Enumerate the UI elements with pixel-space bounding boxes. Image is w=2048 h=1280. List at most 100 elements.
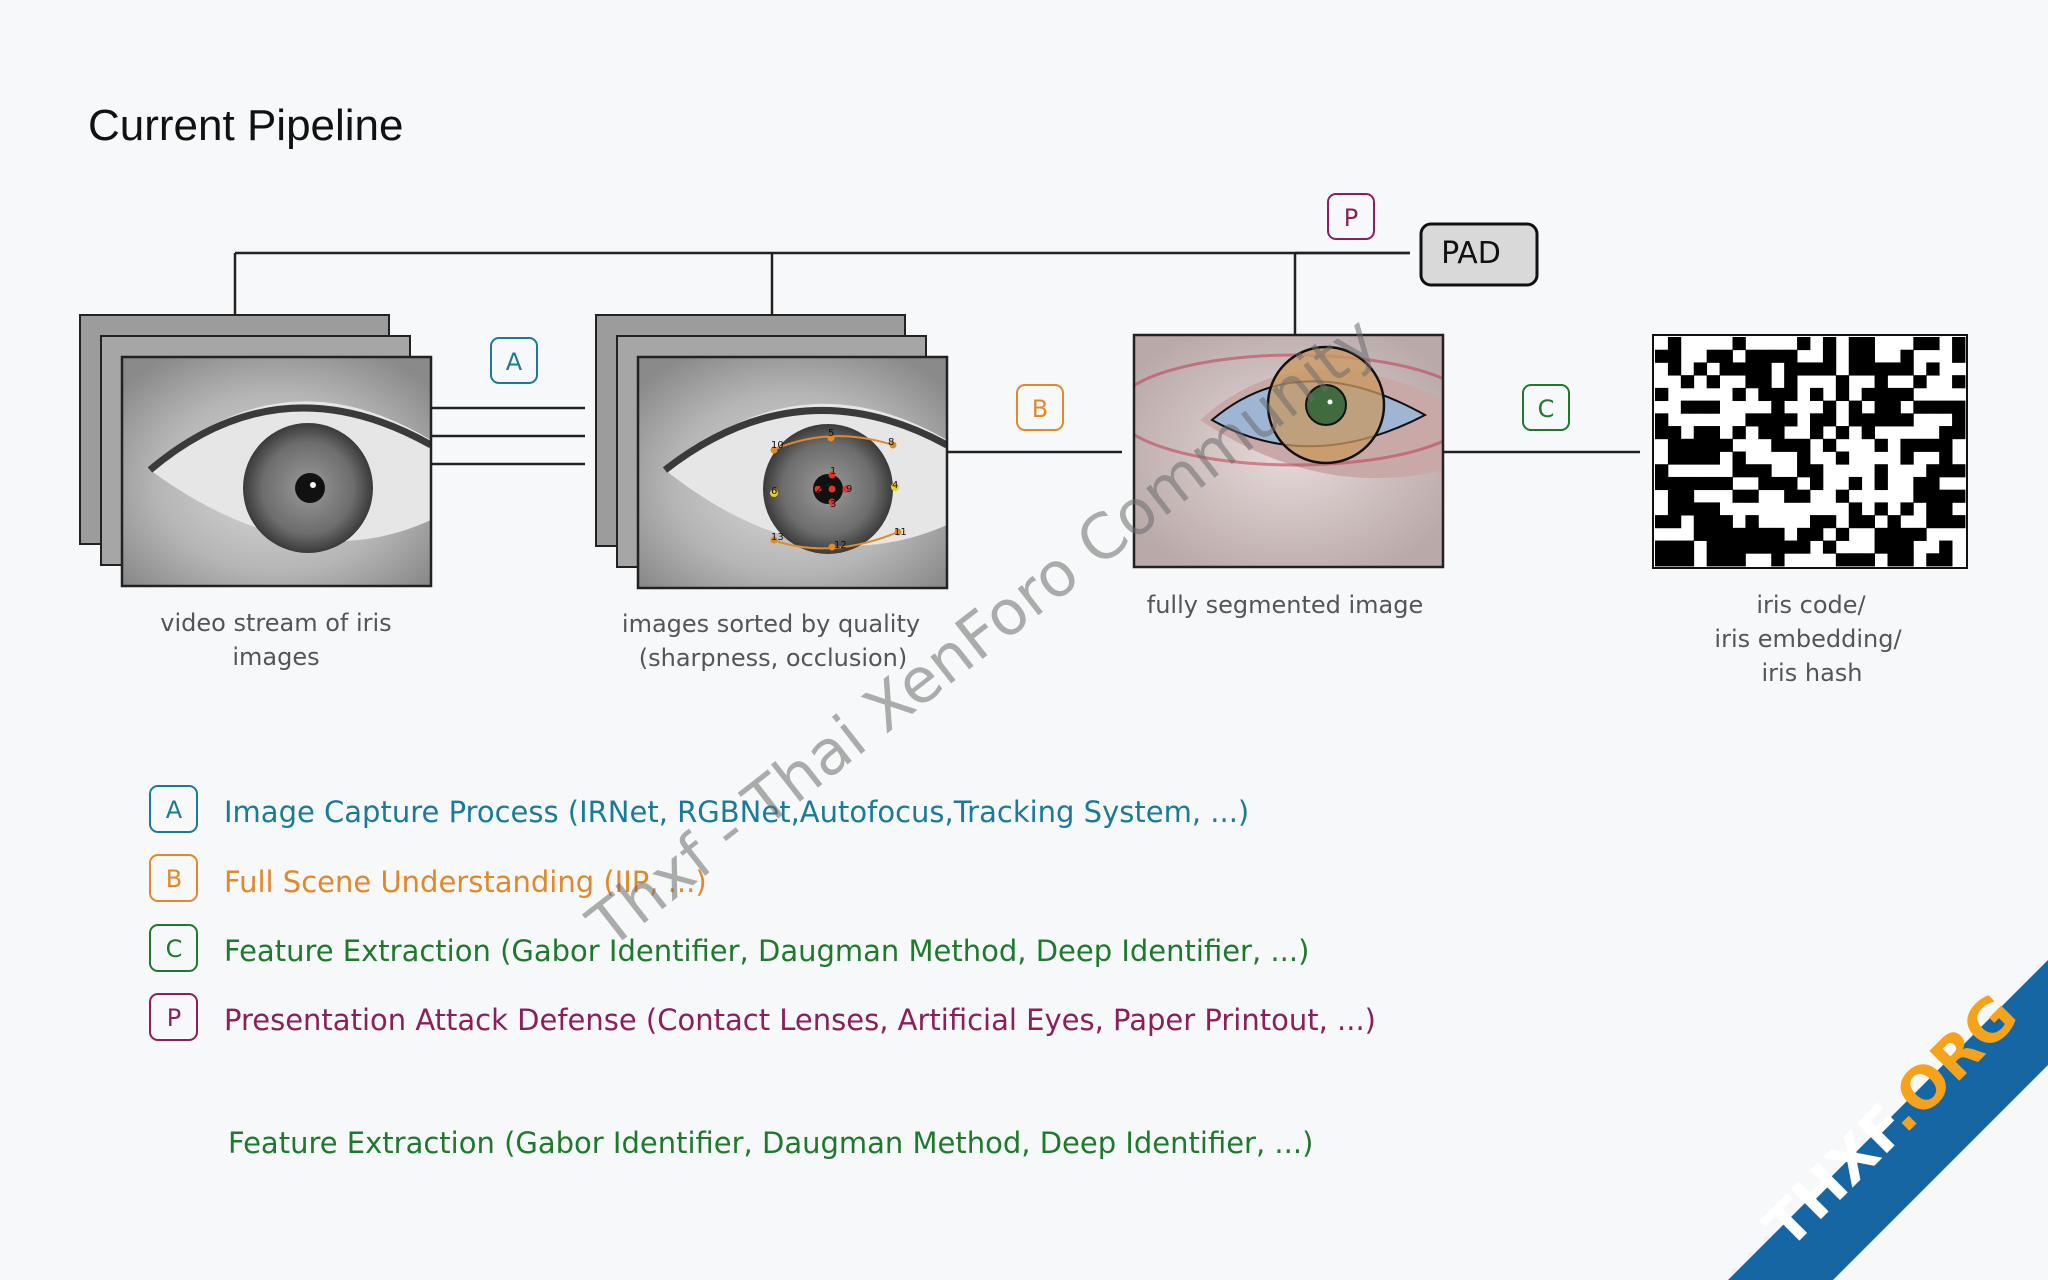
iris-code-cell xyxy=(1693,426,1708,440)
iris-code-cell xyxy=(1719,476,1733,491)
iris-code-cell xyxy=(1952,464,1966,478)
iris-code-cell xyxy=(1848,502,1863,516)
iris-code-cell xyxy=(1655,553,1669,567)
iris-code-cell xyxy=(1926,476,1940,491)
iris-code-cell xyxy=(1952,413,1966,427)
iris-code-cell xyxy=(1784,387,1798,402)
iris-code-cell xyxy=(1797,362,1811,376)
iris-code-cell xyxy=(1732,362,1746,376)
landmark-label: 6 xyxy=(771,486,777,497)
iris-code-cell xyxy=(1861,349,1875,363)
iris-code-cell xyxy=(1655,515,1669,529)
iris-code-cell xyxy=(1771,349,1785,363)
iris-code-cell xyxy=(1887,540,1901,554)
iris-code-cell xyxy=(1887,527,1901,541)
iris-code-cell xyxy=(1732,540,1746,554)
iris-code-cell xyxy=(1900,413,1914,427)
caption-iris-code-line-3: iris hash xyxy=(1762,659,1863,687)
footer-feature-extraction: Feature Extraction (Gabor Identifier, Da… xyxy=(228,1126,1313,1160)
legend-B-text: Full Scene Understanding (IIP, ...) xyxy=(224,865,707,899)
iris-code-cell xyxy=(1706,527,1720,541)
stage-iris-code xyxy=(1652,334,1968,569)
iris-code-cell xyxy=(1861,387,1875,402)
page-title: Current Pipeline xyxy=(88,101,404,150)
iris-code-cell xyxy=(1667,438,1682,452)
iris-code-cell xyxy=(1913,438,1927,452)
iris-code-cell xyxy=(1797,527,1811,541)
iris-code-cell xyxy=(1745,489,1759,503)
iris-code-cell xyxy=(1952,349,1966,363)
legend-P-letter: P xyxy=(167,1004,181,1032)
iris-code-cell xyxy=(1848,553,1863,567)
iris-code-cell xyxy=(1732,489,1746,503)
legend: A Image Capture Process (IRNet, RGBNet,A… xyxy=(149,785,1376,1041)
landmark-label: 13 xyxy=(771,532,784,543)
iris-code-cell xyxy=(1745,515,1759,529)
iris-code-cell xyxy=(1848,400,1863,414)
iris-code-cell xyxy=(1926,464,1940,478)
legend-item-B: B Full Scene Understanding (IIP, ...) xyxy=(149,854,707,902)
iris-code-cell xyxy=(1810,464,1824,478)
iris-code-cell xyxy=(1810,413,1824,427)
iris-code-cell xyxy=(1900,451,1914,465)
iris-code-cell xyxy=(1758,375,1772,389)
iris-code-cell xyxy=(1913,476,1927,491)
iris-code-cell xyxy=(1952,375,1966,389)
iris-code-cell xyxy=(1693,476,1708,491)
iris-code-cell xyxy=(1848,337,1863,351)
iris-code-cell xyxy=(1706,515,1720,529)
iris-code-cell xyxy=(1784,476,1798,491)
iris-code-cell xyxy=(1706,553,1720,567)
iris-code-cell xyxy=(1939,400,1953,414)
iris-code-cell xyxy=(1797,451,1811,465)
iris-code-cell xyxy=(1667,362,1682,376)
iris-code-cell xyxy=(1784,438,1798,452)
iris-code-cell xyxy=(1706,400,1720,414)
iris-code-cell xyxy=(1900,387,1914,402)
legend-item-C: C Feature Extraction (Gabor Identifier, … xyxy=(149,924,1309,972)
iris-code-cell xyxy=(1874,400,1888,414)
iris-code-cell xyxy=(1913,400,1927,414)
landmark-label: 8 xyxy=(888,437,894,448)
iris-code-cell xyxy=(1667,349,1682,363)
caption-sorted-line-2: (sharpness, occlusion) xyxy=(639,644,908,672)
iris-code-cell xyxy=(1732,387,1746,402)
landmark-label: 10 xyxy=(771,440,784,451)
iris-code-cell xyxy=(1732,426,1746,440)
iris-code-cell xyxy=(1848,362,1863,376)
iris-code-cell xyxy=(1771,400,1785,414)
iris-code-cell xyxy=(1939,426,1953,440)
landmark-label: 5 xyxy=(828,428,834,439)
iris-code-cell xyxy=(1835,375,1850,389)
iris-code-cell xyxy=(1655,476,1669,491)
iris-code-cell xyxy=(1655,349,1669,363)
iris-code-cell xyxy=(1693,502,1708,516)
iris-code-cell xyxy=(1667,337,1682,351)
iris-code-cell xyxy=(1680,476,1695,491)
iris-code-cell xyxy=(1797,337,1811,351)
iris-code-cell xyxy=(1926,515,1940,529)
iris-code-cell xyxy=(1874,438,1888,452)
iris-code-cell xyxy=(1952,426,1966,440)
iris-code-cell xyxy=(1771,476,1785,491)
iris-code-cell xyxy=(1861,426,1875,440)
iris-code-cell xyxy=(1719,362,1733,376)
iris-code-cell xyxy=(1771,413,1785,427)
iris-code-cell xyxy=(1952,489,1966,503)
iris-code-cell xyxy=(1810,515,1824,529)
iris-code-cell xyxy=(1926,337,1940,351)
iris-code-cell xyxy=(1732,451,1746,465)
iris-code-cell xyxy=(1732,527,1746,541)
iris-code-cell xyxy=(1874,502,1888,516)
iris-code-cell xyxy=(1835,387,1850,402)
iris-code-cell xyxy=(1822,337,1837,351)
iris-code-cell xyxy=(1848,413,1863,427)
iris-code-cell xyxy=(1771,540,1785,554)
iris-code-cell xyxy=(1874,413,1888,427)
pad-label: PAD xyxy=(1441,236,1501,271)
iris-code-cell xyxy=(1771,426,1785,440)
badge-C-letter: C xyxy=(1538,395,1555,423)
iris-code-cell xyxy=(1758,413,1772,427)
iris-code-cell xyxy=(1784,349,1798,363)
